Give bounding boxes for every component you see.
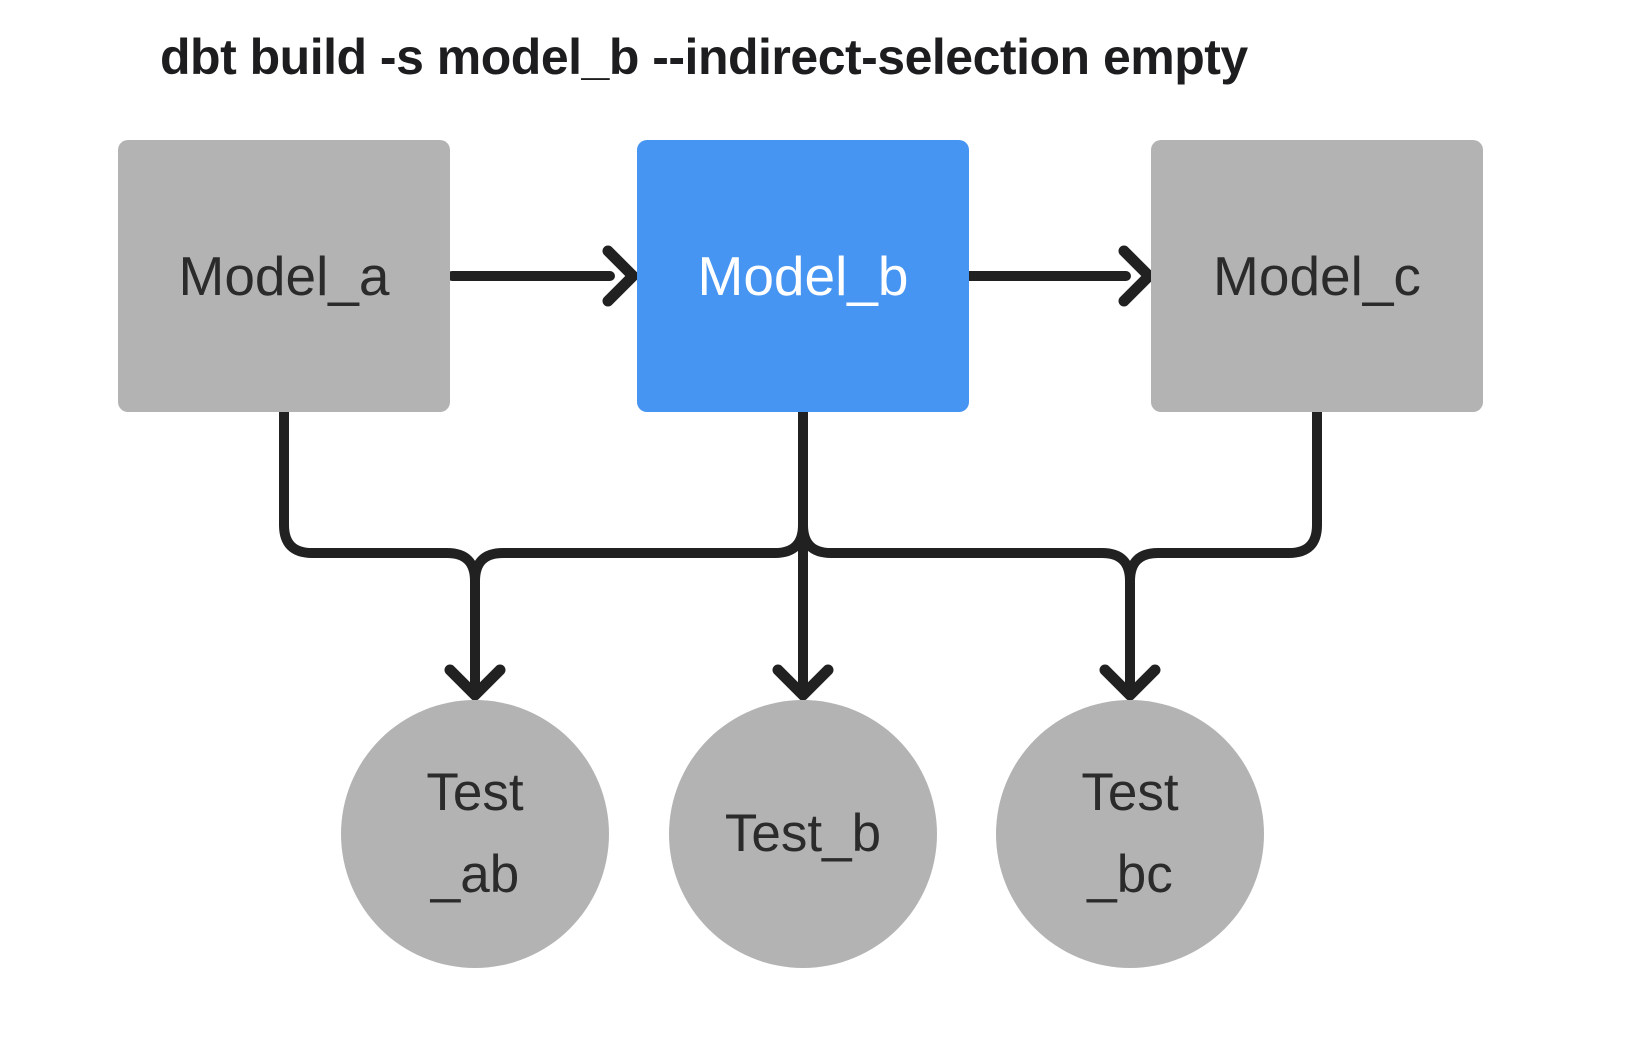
node-model-b-label: Model_b xyxy=(697,245,909,307)
node-test-b-line1: Test_b xyxy=(724,803,882,863)
edge-model-b-to-test-bc xyxy=(798,403,1135,693)
diagram-title: dbt build -s model_b --indirect-selectio… xyxy=(160,29,1248,85)
node-test-bc-line1: Test xyxy=(1081,762,1179,822)
node-test-bc-line2: _bc xyxy=(1087,845,1173,904)
arrowhead-into-test-bc xyxy=(1099,664,1161,701)
arrowhead-into-model-c xyxy=(1118,245,1155,307)
node-model-a: Model_a xyxy=(118,140,450,412)
node-model-c-label: Model_c xyxy=(1213,245,1421,307)
node-test-ab: Test _ab xyxy=(341,700,609,968)
node-model-c: Model_c xyxy=(1151,140,1483,412)
node-model-b-selected: Model_b xyxy=(637,140,969,412)
arrowhead-into-test-b xyxy=(772,664,834,701)
node-test-ab-line2: _ab xyxy=(430,845,520,904)
node-test-b: Test_b xyxy=(669,700,937,968)
node-model-a-label: Model_a xyxy=(178,245,390,307)
node-test-ab-line1: Test xyxy=(426,762,524,822)
edge-model-a-to-test-ab xyxy=(279,403,480,693)
arrowhead-into-test-ab xyxy=(444,664,506,701)
edge-model-c-to-test-bc xyxy=(1125,403,1322,693)
node-test-bc: Test _bc xyxy=(996,700,1264,968)
arrowhead-into-model-b xyxy=(602,245,639,307)
edge-model-b-to-test-ab xyxy=(470,403,808,693)
